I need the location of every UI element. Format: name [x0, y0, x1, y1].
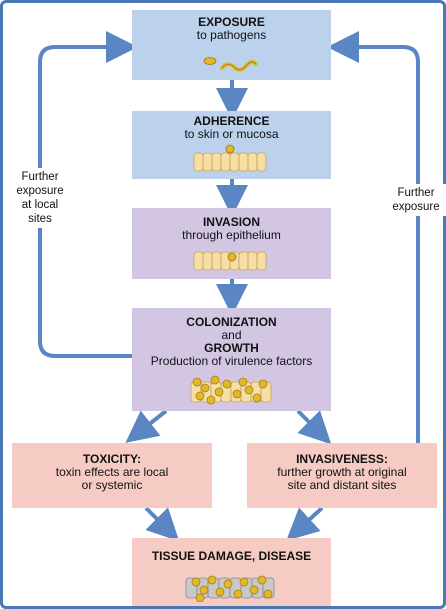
right-note-line: exposure [392, 201, 440, 213]
right-loop [327, 31, 420, 444]
toxicity-line: or systemic [81, 478, 143, 492]
invasiveness-line: site and distant sites [287, 478, 397, 492]
invasiveness-box: INVASIVENESS: further growth at original… [247, 443, 437, 508]
exposure-subtitle: to pathogens [196, 28, 267, 42]
invasion-title: INVASION [202, 215, 261, 229]
invasion-box: INVASION through epithelium [132, 208, 331, 279]
adherent-cells-icon [193, 144, 267, 172]
toxicity-box: TOXICITY: toxin effects are local or sys… [12, 443, 212, 508]
colonization-title: COLONIZATION [186, 315, 277, 329]
adherence-box: ADHERENCE to skin or mucosa [132, 111, 331, 179]
adherence-subtitle: to skin or mucosa [184, 127, 279, 141]
invading-cells-icon [193, 251, 267, 271]
colonization-and: and [221, 328, 242, 342]
tissue-damage-box: TISSUE DAMAGE, DISEASE [132, 538, 331, 606]
left-note-line: exposure [16, 185, 64, 197]
right-loop-label: Further exposure [386, 184, 446, 216]
tissue-damage-title: TISSUE DAMAGE, DISEASE [151, 549, 312, 563]
pathogens-icon [203, 57, 258, 72]
exposure-box: EXPOSURE to pathogens [132, 10, 331, 80]
arrow-toxicity-to-tissue [144, 506, 180, 542]
toxicity-title: TOXICITY: [82, 452, 142, 466]
adherence-title: ADHERENCE [193, 114, 270, 128]
invasiveness-title: INVASIVENESS: [296, 452, 388, 466]
left-note-line: sites [28, 213, 52, 225]
colonization-subtitle: Production of virulence factors [150, 354, 313, 368]
invasion-subtitle: through epithelium [182, 228, 281, 242]
left-loop-label: Further exposure at local sites [12, 168, 68, 228]
growth-title: GROWTH [204, 341, 259, 355]
invasiveness-line: further growth at original [277, 465, 407, 479]
arrow-colonization-to-toxicity [125, 409, 168, 443]
colonization-box: COLONIZATION and GROWTH Production of vi… [132, 308, 331, 411]
arrow-colonization-to-invasiveness [296, 409, 332, 445]
left-note-line: Further [21, 171, 59, 183]
left-note-line: at local [21, 199, 59, 211]
colony-icon [190, 375, 272, 405]
exposure-title: EXPOSURE [198, 15, 265, 29]
arrow-invasiveness-to-tissue [286, 506, 324, 541]
right-note-line: Further [397, 187, 435, 199]
damaged-tissue-icon [185, 575, 275, 602]
toxicity-line: toxin effects are local [55, 465, 169, 479]
